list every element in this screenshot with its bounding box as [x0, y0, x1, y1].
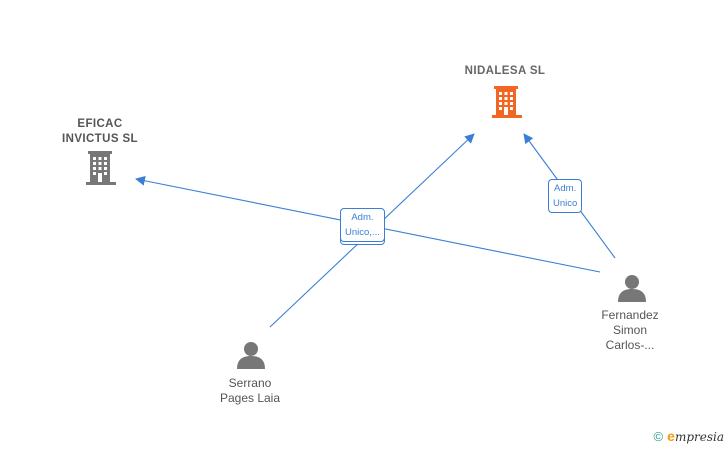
role-line2: Unico,... — [345, 227, 380, 238]
company-name: NIDALESA SL — [464, 65, 546, 77]
brand-footer: © empresia — [654, 428, 724, 444]
person-name-line2: Simon — [612, 323, 647, 337]
brand-logo: empresia — [667, 428, 724, 444]
company-label-eficac[interactable]: EFICAC INVICTUS SL — [40, 117, 160, 147]
company-name-line1: EFICAC — [77, 118, 123, 130]
company-label-nidalesa[interactable]: NIDALESA SL — [440, 64, 570, 79]
person-icon[interactable] — [618, 275, 646, 302]
company-name-line2: INVICTUS SL — [62, 133, 138, 145]
building-icon[interactable] — [86, 151, 116, 185]
role-line1: Adm. — [554, 183, 577, 194]
building-icon[interactable] — [492, 86, 522, 118]
brand-name: mpresia — [674, 430, 724, 444]
edge-label-right[interactable]: Adm. Unico — [548, 179, 583, 213]
person-icon[interactable] — [237, 342, 265, 369]
person-label-fernandez[interactable]: Fernandez Simon Carlos-... — [580, 308, 680, 353]
person-name-line1: Fernandez — [601, 308, 659, 322]
person-name-line3: Carlos-... — [605, 338, 655, 352]
person-label-serrano[interactable]: Serrano Pages Laia — [195, 376, 305, 406]
copyright-icon: © — [653, 428, 664, 444]
edge-label-center[interactable]: Adm. Unico,... — [340, 208, 385, 242]
person-name-line2: Pages Laia — [219, 391, 281, 405]
role-line2: Unico — [553, 198, 578, 209]
person-name-line1: Serrano — [228, 376, 272, 390]
brand-initial: e — [667, 428, 675, 444]
role-line1: Adm. — [351, 212, 374, 223]
